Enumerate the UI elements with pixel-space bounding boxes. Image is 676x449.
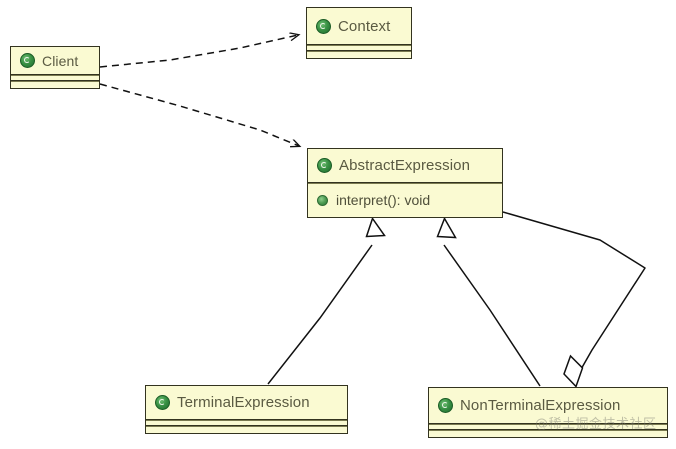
class-name-label: NonTerminalExpression [460,397,621,414]
class-name-label: Context [338,17,391,35]
class-title-client: Client [11,47,99,74]
method-row: interpret(): void [308,184,502,216]
compartment-separator [307,44,411,46]
methods-compartment [11,82,99,86]
compartment-separator [146,419,347,421]
class-box-context[interactable]: Context [306,7,412,59]
class-title-nonterminalexpression: NonTerminalExpression [429,388,667,423]
watermark-text: @稀土掘金技术社区 [535,417,657,432]
attributes-compartment [146,421,347,425]
class-icon [20,53,35,68]
compartment-separator [308,182,502,184]
class-box-client[interactable]: Client [10,46,100,89]
compartment-separator [429,423,667,425]
compartment-separator [146,425,347,427]
relationship-aggregation-abstractexpression-nonterminal [502,211,646,388]
class-title-terminalexpression: TerminalExpression [146,386,347,419]
class-box-nonterminalexpression[interactable]: NonTerminalExpression [428,387,668,438]
relationship-dependency-client-context [99,35,298,68]
compartment-separator [429,429,667,431]
class-icon [438,398,453,413]
class-icon [155,395,170,410]
class-box-abstractexpression[interactable]: AbstractExpression interpret(): void [307,148,503,218]
attributes-compartment [429,425,667,429]
class-box-terminalexpression[interactable]: TerminalExpression [145,385,348,434]
methods-compartment [307,52,411,56]
methods-compartment [146,427,347,430]
compartment-separator [11,74,99,76]
class-name-label: Client [42,52,79,69]
relationship-generalization-nonterminal-abstractexpression [436,216,541,387]
method-label: interpret(): void [336,192,431,208]
compartment-separator [307,50,411,52]
relationship-generalization-terminal-abstractexpression [267,216,386,385]
class-icon [316,18,331,34]
class-name-label: TerminalExpression [177,394,310,411]
compartment-separator [11,80,99,82]
public-method-icon [317,194,328,206]
class-icon [317,158,332,173]
class-name-label: AbstractExpression [339,157,471,174]
relationship-dependency-client-abstractexpression [99,83,299,146]
attributes-compartment [307,46,411,50]
class-title-abstractexpression: AbstractExpression [308,149,502,182]
class-title-context: Context [307,8,411,44]
methods-compartment [429,431,667,434]
attributes-compartment [11,76,99,80]
